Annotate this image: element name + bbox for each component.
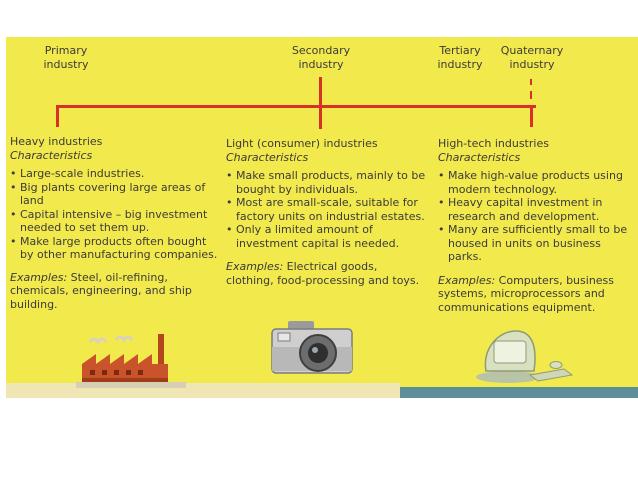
ground-strip bbox=[6, 383, 400, 398]
timeline-tick-middle bbox=[319, 77, 322, 129]
bullet-list: Large-scale industries. Big plants cover… bbox=[10, 167, 220, 262]
column-high-tech-industries: High-tech industries Characteristics Mak… bbox=[438, 137, 634, 314]
examples-label: Examples: bbox=[10, 270, 68, 284]
bullet-item: Make large products often bought by othe… bbox=[10, 235, 220, 262]
primary-industry-label: Primary industry bbox=[43, 44, 89, 71]
tertiary-industry-label: Tertiary industry bbox=[437, 44, 483, 71]
examples-body: Steel, oil-refining, chemicals, engineer… bbox=[10, 270, 192, 311]
timeline-dash-1 bbox=[530, 79, 532, 85]
bullet-item: Heavy capital investment in research and… bbox=[438, 196, 634, 223]
bullet-item: Capital intensive – big investment neede… bbox=[10, 208, 220, 235]
timeline-tick-left bbox=[56, 105, 59, 127]
column-subtitle: Characteristics bbox=[10, 149, 93, 162]
bullet-item: Big plants covering large areas of land bbox=[10, 181, 220, 208]
column-heavy-industries: Heavy industries Characteristics Large-s… bbox=[10, 135, 220, 311]
quaternary-industry-label: Quaternary industry bbox=[500, 44, 564, 71]
examples-body: Electrical goods, clothing, food-process… bbox=[226, 260, 420, 287]
teal-ground-strip bbox=[400, 387, 638, 398]
bullet-item: Only a limited amount of investment capi… bbox=[226, 223, 431, 250]
industry-panel: Primary industry Secondary industry Tert… bbox=[6, 37, 638, 398]
column-light-industries: Light (consumer) industries Characterist… bbox=[226, 137, 431, 287]
camera-illustration bbox=[271, 321, 353, 374]
examples-text: Examples: Steel, oil-refining, chemicals… bbox=[10, 271, 205, 312]
bullet-list: Make small products, mainly to be bought… bbox=[226, 169, 431, 250]
timeline-dash-2 bbox=[530, 91, 532, 99]
bullet-item: Most are small-scale, suitable for facto… bbox=[226, 196, 431, 223]
bullet-item: Make small products, mainly to be bought… bbox=[226, 169, 431, 196]
bullet-item: Many are sufficiently small to be housed… bbox=[438, 223, 634, 264]
column-title: Light (consumer) industries bbox=[226, 137, 378, 150]
column-title: Heavy industries bbox=[10, 135, 103, 148]
examples-label: Examples: bbox=[438, 273, 496, 287]
examples-text: Examples: Electrical goods, clothing, fo… bbox=[226, 260, 426, 287]
bullet-item: Large-scale industries. bbox=[10, 167, 220, 181]
bullet-item: Make high-value products using modern te… bbox=[438, 169, 634, 196]
timeline-horizontal bbox=[56, 105, 536, 108]
timeline-tick-right bbox=[530, 105, 533, 127]
bullet-list: Make high-value products using modern te… bbox=[438, 169, 634, 264]
factory-illustration bbox=[76, 334, 186, 388]
examples-text: Examples: Computers, business systems, m… bbox=[438, 274, 628, 315]
column-subtitle: Characteristics bbox=[438, 151, 521, 164]
column-title: High-tech industries bbox=[438, 137, 549, 150]
secondary-industry-label: Secondary industry bbox=[291, 44, 351, 71]
examples-body: Computers, business systems, microproces… bbox=[438, 273, 615, 314]
computer-illustration bbox=[476, 330, 574, 383]
column-subtitle: Characteristics bbox=[226, 151, 309, 164]
examples-label: Examples: bbox=[226, 260, 284, 273]
